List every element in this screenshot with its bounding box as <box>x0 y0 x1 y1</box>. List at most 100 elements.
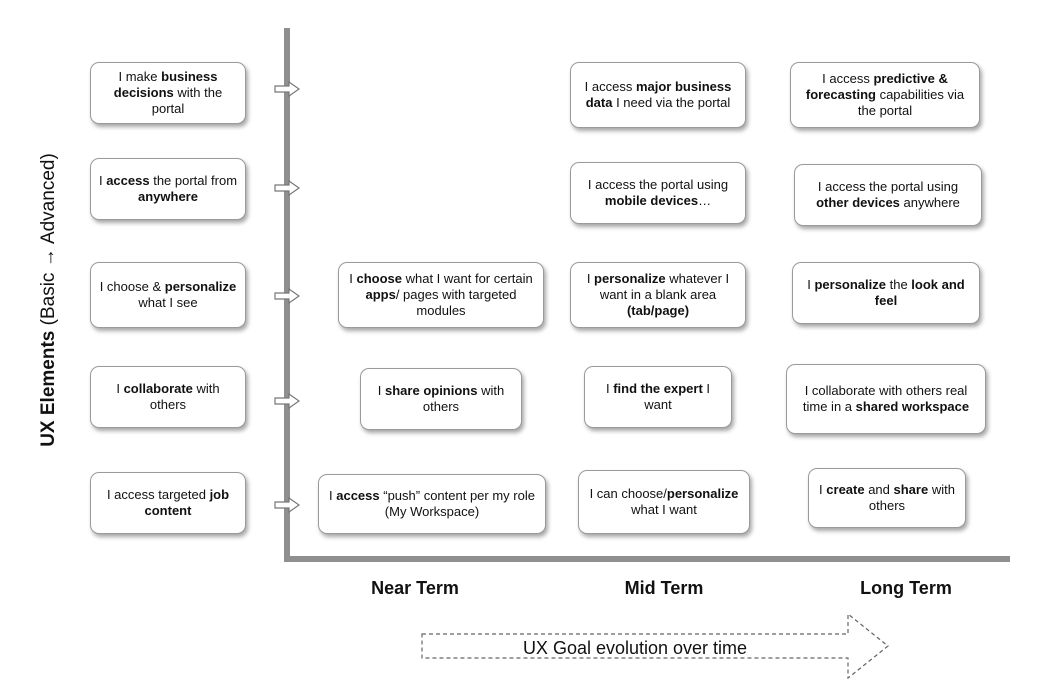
long-card-row-1: I access the portal using other devices … <box>794 164 982 226</box>
horizontal-axis <box>284 556 1010 562</box>
card-text-segment: what I want <box>631 502 697 517</box>
y-axis-label-range: (Basic → Advanced) <box>38 153 59 326</box>
evolution-arrow <box>421 612 889 680</box>
card-text-segment: what I see <box>138 295 198 310</box>
card-text-segment: with the portal <box>151 85 223 116</box>
card-text-bold: apps <box>365 287 396 302</box>
card-text-bold: personalize <box>164 279 237 294</box>
card-text: I choose what I want for certain apps/ p… <box>345 271 537 319</box>
card-text-segment: the portal from <box>149 173 238 188</box>
card-text-segment: with others <box>422 383 505 414</box>
card-text-bold: major business data <box>585 79 732 110</box>
mid-card-row-0: I access major business data I need via … <box>570 62 746 128</box>
mid-card-row-4: I can choose/personalize what I want <box>578 470 750 534</box>
mid-card-row-3: I find the expert I want <box>584 366 732 428</box>
card-text-segment: I access the portal using <box>817 179 959 194</box>
base-card-row-2: I choose & personalize what I see <box>90 262 246 328</box>
term-long: Long Term <box>860 578 952 598</box>
card-text-segment: I <box>116 381 124 396</box>
card-text: I access the portal from anywhere <box>97 173 239 205</box>
card-text-segment: I make <box>118 69 162 84</box>
card-text: I access “push” content per my role (My … <box>325 488 539 520</box>
card-text: I find the expert I want <box>591 381 725 413</box>
card-text-segment: with others <box>868 482 955 513</box>
arrow-row-3 <box>274 393 300 409</box>
near-card-row-3: I share opinions with others <box>360 368 522 430</box>
card-text-segment: and <box>864 482 894 497</box>
card-text-bold: other devices <box>816 195 900 210</box>
card-text-bold: share <box>893 482 929 497</box>
card-text-segment: what I want for certain <box>401 271 533 286</box>
card-text-segment: “push” content per my role (My Workspace… <box>379 488 535 519</box>
card-text: I choose & personalize what I see <box>97 279 239 311</box>
card-text-segment: I want <box>644 381 711 412</box>
card-text: I create and share with others <box>815 482 959 514</box>
card-text-bold: (tab/page) <box>626 303 690 318</box>
card-text: I personalize whatever I want in a blank… <box>577 271 739 319</box>
card-text-segment: with others <box>149 381 220 412</box>
base-card-row-4: I access targeted job content <box>90 472 246 534</box>
card-text: I collaborate with others <box>97 381 239 413</box>
card-text-bold: create <box>826 482 865 497</box>
card-text-segment: I <box>819 482 827 497</box>
arrow-row-1 <box>274 180 300 196</box>
card-text: I collaborate with others real time in a… <box>793 383 979 415</box>
card-text-segment: I choose & <box>99 279 165 294</box>
base-card-row-3: I collaborate with others <box>90 366 246 428</box>
mid-card-row-1: I access the portal using mobile devices… <box>570 162 746 224</box>
card-text-bold: find the expert <box>613 381 703 396</box>
card-text-segment: I need via the portal <box>612 95 731 110</box>
y-axis-label-bold: UX Elements <box>38 330 59 447</box>
mid-card-row-2: I personalize whatever I want in a blank… <box>570 262 746 328</box>
card-text-bold: mobile devices <box>604 193 699 208</box>
arrow-row-0 <box>274 81 300 97</box>
card-text-bold: choose <box>356 271 402 286</box>
card-text-bold: anywhere <box>138 189 198 204</box>
card-text-bold: personalize <box>594 271 666 286</box>
card-text-segment: I <box>605 381 614 396</box>
near-card-row-2: I choose what I want for certain apps/ p… <box>338 262 544 328</box>
card-text-bold: share opinions <box>385 383 478 398</box>
card-text-segment: I <box>329 488 337 503</box>
card-text: I make business decisions with the porta… <box>97 69 239 117</box>
card-text-bold: collaborate <box>123 381 193 396</box>
card-text-segment: I <box>586 271 595 286</box>
card-text-segment: I <box>377 383 386 398</box>
long-card-row-0: I access predictive & forecasting capabi… <box>790 62 980 128</box>
card-text-bold: shared workspace <box>855 399 970 414</box>
card-text: I access targeted job content <box>97 487 239 519</box>
base-card-row-0: I make business decisions with the porta… <box>90 62 246 124</box>
card-text-segment: I access targeted <box>106 487 210 502</box>
card-text-segment: I <box>807 277 815 292</box>
card-text-bold: look and feel <box>874 277 965 308</box>
card-text-segment: I access <box>584 79 636 94</box>
card-text-bold: predictive & forecasting <box>805 71 948 102</box>
card-text: I can choose/personalize what I want <box>585 486 743 518</box>
card-text: I access the portal using other devices … <box>801 179 975 211</box>
card-text-bold: business decisions <box>113 69 218 100</box>
card-text-segment: I <box>349 271 357 286</box>
card-text-segment: I can choose/ <box>589 486 667 501</box>
card-text-segment: I <box>98 173 107 188</box>
card-text: I access the portal using mobile devices… <box>577 177 739 209</box>
card-text-segment: anywhere <box>899 195 960 210</box>
card-text-segment: … <box>698 193 712 208</box>
card-text-bold: job content <box>144 487 230 518</box>
long-card-row-4: I create and share with others <box>808 468 966 528</box>
card-text: I access major business data I need via … <box>577 79 739 111</box>
card-text: I personalize the look and feel <box>799 277 973 309</box>
arrow-row-2 <box>274 288 300 304</box>
evolution-label: UX Goal evolution over time <box>522 638 748 658</box>
term-near: Near Term <box>371 578 459 598</box>
card-text-segment: I access the portal using <box>587 177 729 192</box>
y-axis-label: UX Elements (Basic → Advanced) <box>38 153 60 447</box>
card-text-segment: I collaborate with others real time in a <box>802 383 968 414</box>
card-text-segment: the <box>886 277 912 292</box>
base-card-row-1: I access the portal from anywhere <box>90 158 246 220</box>
card-text-bold: personalize <box>666 486 739 501</box>
card-text: I access predictive & forecasting capabi… <box>797 71 973 119</box>
card-text-bold: personalize <box>814 277 886 292</box>
card-text-segment: whatever I want in a blank area <box>599 271 730 302</box>
near-card-row-4: I access “push” content per my role (My … <box>318 474 546 534</box>
card-text-segment: I access <box>822 71 874 86</box>
